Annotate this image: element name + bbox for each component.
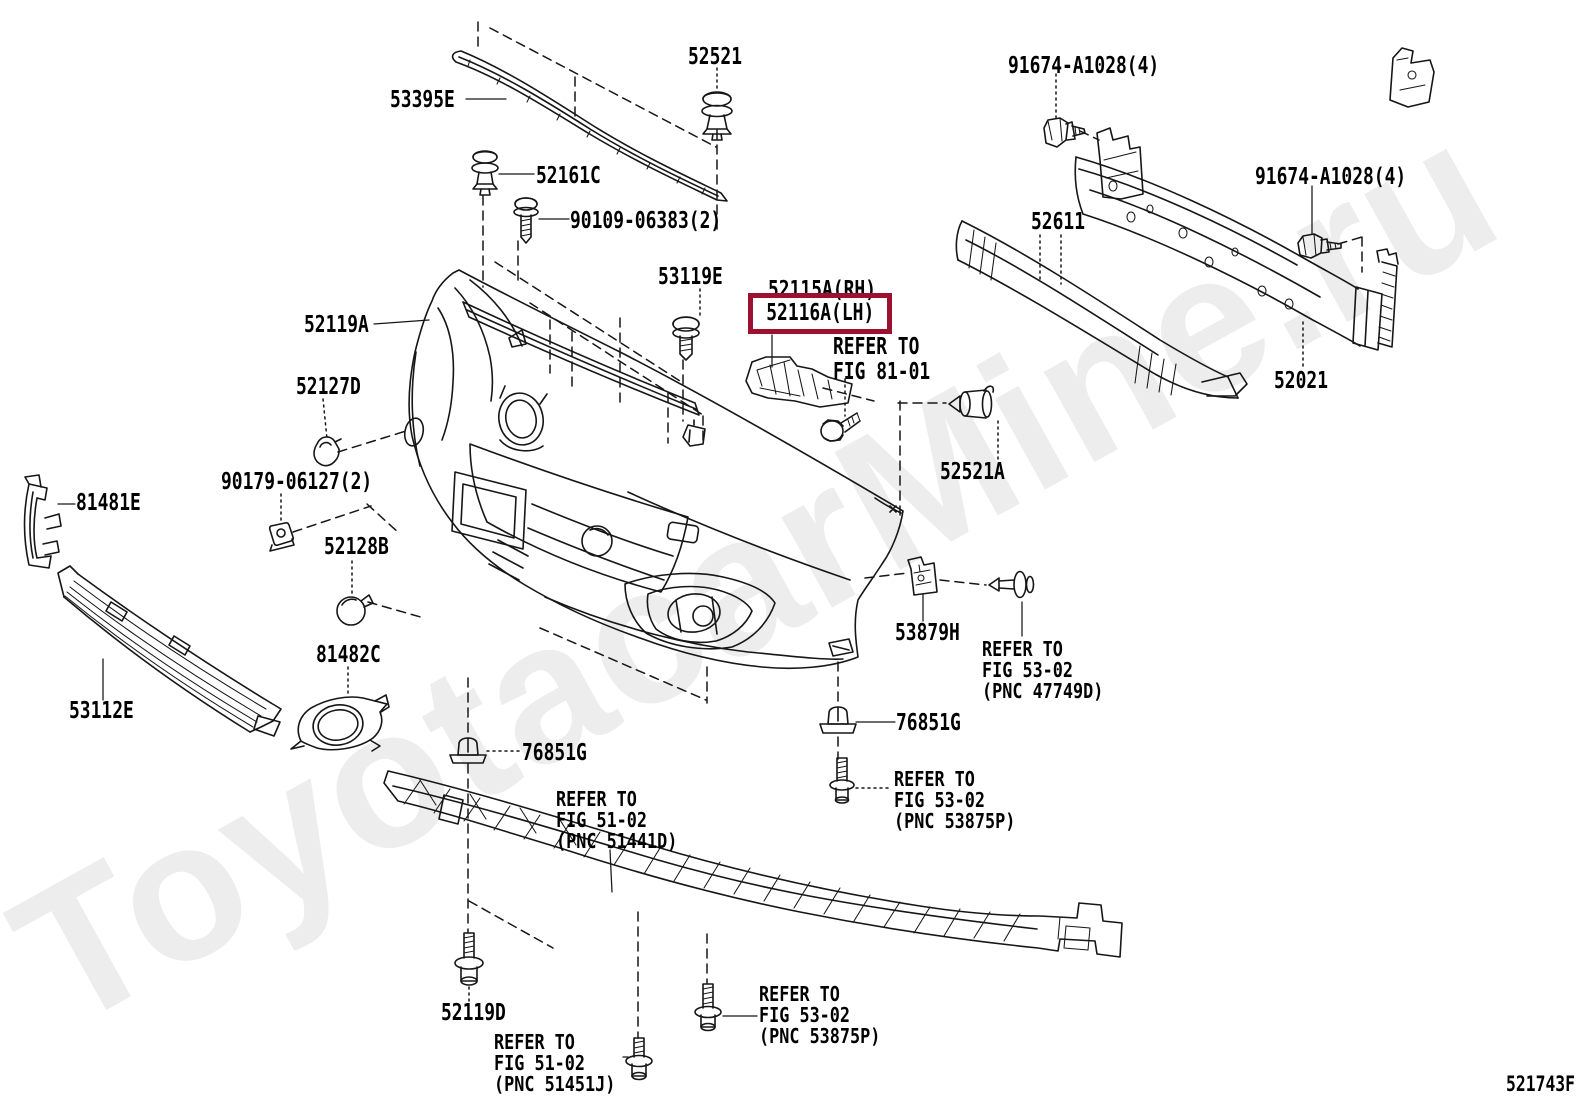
part-label-53395e[interactable]: 53395E [390,87,455,113]
note-refer-53875p-right: REFER TO FIG 53-02 (PNC 53875P) [894,767,1016,833]
part-label-52116a-lh[interactable]: 52116A(LH) [765,300,875,326]
part-label-52119a[interactable]: 52119A [304,312,369,338]
drawing-reinforcement-52021 [1074,47,1435,351]
solid-leaders [57,98,1313,1058]
drawing-bumper-cover [403,269,904,670]
drawing-grille-53112e [57,565,282,737]
part-label-90179-06127[interactable]: 90179-06127(2) [221,469,373,495]
projection-lines [292,21,1363,1039]
drawing-nut-90179 [268,521,295,552]
drawing-bracket-81481e [23,474,62,569]
drawing-screw-90109 [513,197,539,244]
drawing-plug-52128b [336,594,374,626]
part-label-52611[interactable]: 52611 [1031,209,1086,235]
drawing-bolt-53875p-right [829,757,855,804]
part-label-81481e[interactable]: 81481E [76,490,141,516]
part-label-52127d[interactable]: 52127D [296,374,361,400]
part-label-91674-a1028-right[interactable]: 91674-A1028(4) [1255,164,1407,190]
drawing-bolt-91674-a [1043,117,1086,148]
note-refer-53875p-bottom: REFER TO FIG 53-02 (PNC 53875P) [759,982,881,1048]
drawing-cover-52127d [313,436,342,467]
drawing-number: 521743F [1506,1072,1576,1096]
drawing-clip-52521 [701,91,733,141]
drawing-under-cover-51441d [383,770,1123,958]
drawing-bolt-52119d [454,932,484,986]
drawing-clip-76851g-right [819,706,857,734]
drawing-clip-76851g-mid [449,737,487,764]
note-refer-51451j: REFER TO FIG 51-02 (PNC 51451J) [494,1030,616,1096]
part-label-76851g-mid[interactable]: 76851G [522,740,587,766]
note-refer-51441d: REFER TO FIG 51-02 (PNC 51441D) [556,787,678,853]
drawing-fog-bezel-81482c [290,694,390,752]
drawing-retainer-47749d [988,570,1035,599]
drawing-bolt-53119e [672,316,700,361]
drawing-absorber-52611 [955,220,1248,399]
part-label-53119e[interactable]: 53119E [658,264,723,290]
highlighted-part-box[interactable]: 52116A(LH) [748,293,892,334]
note-refer-fig-81-01: REFER TO FIG 81-01 [833,334,931,385]
note-refer-47749d: REFER TO FIG 53-02 (PNC 47749D) [982,637,1104,703]
part-label-52161c[interactable]: 52161C [536,163,601,189]
drawing-bolt-51451j [625,1037,653,1081]
drawing-bracket-52116a [745,356,853,408]
part-label-81482c[interactable]: 81482C [316,642,381,668]
drawing-screw-fig8101 [820,412,861,442]
part-label-76851g-right[interactable]: 76851G [896,710,961,736]
dotted-leaders [280,67,1304,1002]
drawing-hood-molding [451,50,728,202]
part-label-52521a[interactable]: 52521A [940,459,1005,485]
part-label-53879h[interactable]: 53879H [895,620,960,646]
part-label-91674-a1028-top[interactable]: 91674-A1028(4) [1008,53,1160,79]
drawing-bolt-91674-b [1297,233,1342,259]
part-label-53112e[interactable]: 53112E [69,698,134,724]
part-label-52021[interactable]: 52021 [1274,368,1329,394]
drawing-clip-52161c [471,150,499,196]
part-label-90109-06383[interactable]: 90109-06383(2) [570,208,722,234]
part-label-52521[interactable]: 52521 [688,44,743,70]
drawing-bolt-53875p-bottom [694,983,722,1032]
drawing-clip-53879h [907,556,938,596]
part-label-52128b[interactable]: 52128B [324,534,389,560]
part-label-52119d[interactable]: 52119D [441,1000,506,1026]
drawing-clip-52521a [948,385,995,419]
